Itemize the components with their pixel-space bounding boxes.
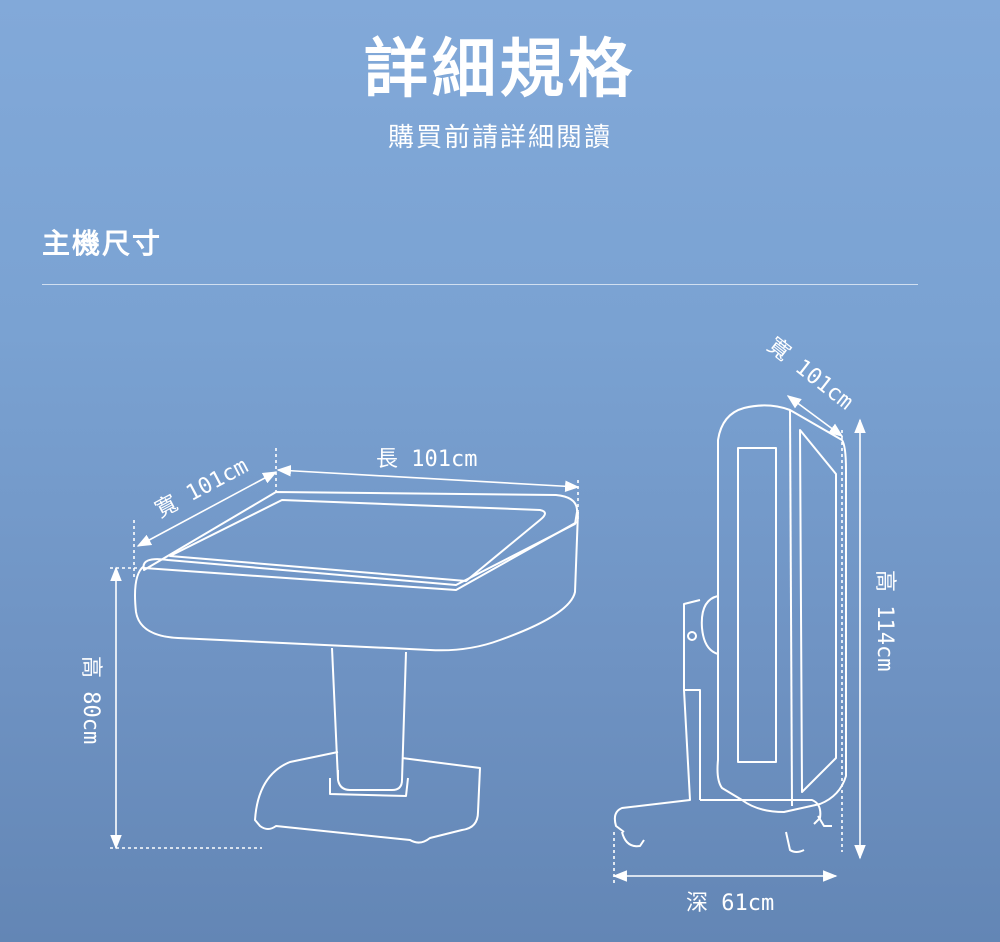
folded-depth-label: 深 61cm (686, 891, 774, 916)
page-subtitle: 購買前請詳細閱讀 (387, 123, 612, 153)
table-length-label: 長 101cm (376, 447, 477, 472)
page-title: 詳細規格 (364, 33, 636, 107)
table-width-arrow (136, 471, 278, 547)
table-length-arrow (276, 464, 580, 493)
folded-width-arrow (786, 395, 844, 437)
table-illustration (134, 491, 579, 844)
table-width-label: 寬 101cm (151, 454, 252, 524)
folded-dimension-lines (612, 395, 866, 884)
table-dimension-lines (110, 448, 580, 850)
folded-height-label: 高 114cm (872, 570, 897, 671)
folded-width-label: 寬 101cm (762, 333, 857, 415)
folded-table-illustration (613, 404, 847, 853)
table-height-label: 高 80cm (78, 656, 103, 744)
section-divider (42, 284, 918, 285)
section-title: 主機尺寸 (42, 227, 163, 260)
